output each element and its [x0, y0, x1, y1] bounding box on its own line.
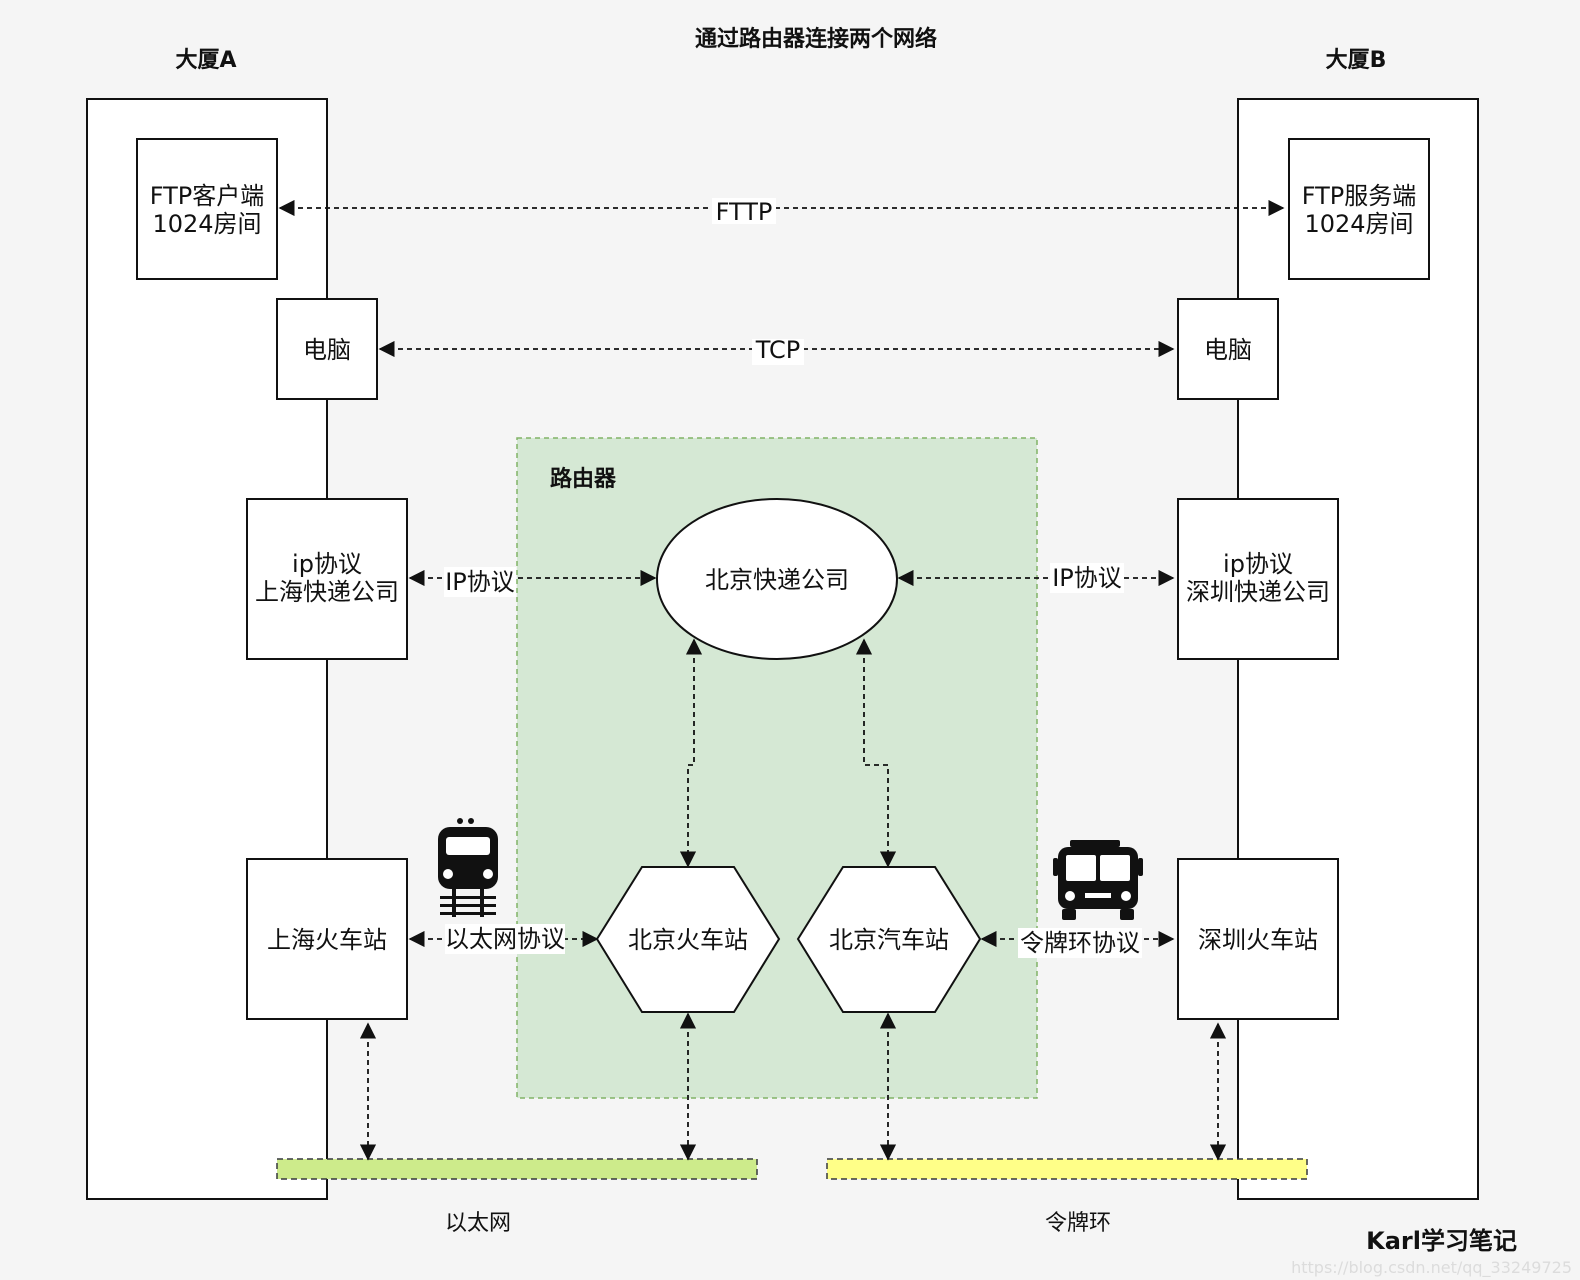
tcp-label: TCP — [755, 336, 800, 364]
ethernet-bus — [276, 1158, 758, 1180]
ftp-server-line2: 1024房间 — [1304, 210, 1413, 238]
pc-left-box — [276, 298, 378, 400]
diagram-title: 通过路由器连接两个网络 — [695, 26, 937, 52]
building-b-label: 大厦B — [1326, 48, 1387, 73]
shenzhen-train-label: 深圳火车站 — [1198, 926, 1318, 954]
ftp-server-box — [1288, 138, 1430, 280]
ip-right-line1: ip协议 — [1223, 550, 1293, 578]
shanghai-train-label: 上海火车站 — [267, 926, 387, 954]
fttp-label: FTTP — [716, 198, 773, 226]
beijing-express-node — [656, 498, 898, 660]
shenzhen-train-box — [1177, 858, 1339, 1020]
building-a-label: 大厦A — [175, 48, 236, 73]
ip-left-line2: 上海快递公司 — [255, 578, 399, 606]
beijing-bus-node — [796, 866, 982, 1013]
pc-right-box — [1177, 298, 1279, 400]
ftp-server-line1: FTP服务端 — [1302, 182, 1417, 210]
ftp-client-line1: FTP客户端 — [150, 182, 265, 210]
router-label: 路由器 — [550, 466, 617, 492]
watermark: https://blog.csdn.net/qq_33249725 — [1291, 1258, 1572, 1278]
pc-right-label: 电脑 — [1204, 336, 1252, 364]
token-ring-protocol-label: 令牌环协议 — [1020, 929, 1140, 957]
ip-right-label: IP协议 — [1052, 564, 1122, 592]
ftp-client-box — [136, 138, 278, 280]
beijing-train-node — [595, 866, 781, 1013]
beijing-train-label: 北京火车站 — [628, 926, 748, 954]
beijing-bus-label: 北京汽车站 — [829, 926, 949, 954]
ip-left-label: IP协议 — [445, 568, 515, 596]
bus-icon — [1053, 840, 1143, 920]
ethernet-protocol-label: 以太网协议 — [445, 925, 565, 953]
express-bus-connector — [855, 638, 897, 868]
beijing-express-label: 北京快递公司 — [705, 566, 849, 594]
express-train-connector — [679, 638, 703, 868]
train-icon — [438, 818, 498, 917]
ip-right-box — [1177, 498, 1339, 660]
token-ring-label: 令牌环 — [1045, 1211, 1111, 1236]
token-ring-bus — [826, 1158, 1308, 1180]
ip-right-line2: 深圳快递公司 — [1186, 578, 1330, 606]
brand-label: Karl学习笔记 — [1366, 1227, 1517, 1255]
ftp-client-line2: 1024房间 — [152, 210, 261, 238]
ethernet-label: 以太网 — [445, 1211, 511, 1236]
shanghai-train-box — [246, 858, 408, 1020]
ip-left-line1: ip协议 — [292, 550, 362, 578]
pc-left-label: 电脑 — [303, 336, 351, 364]
ip-left-box — [246, 498, 408, 660]
